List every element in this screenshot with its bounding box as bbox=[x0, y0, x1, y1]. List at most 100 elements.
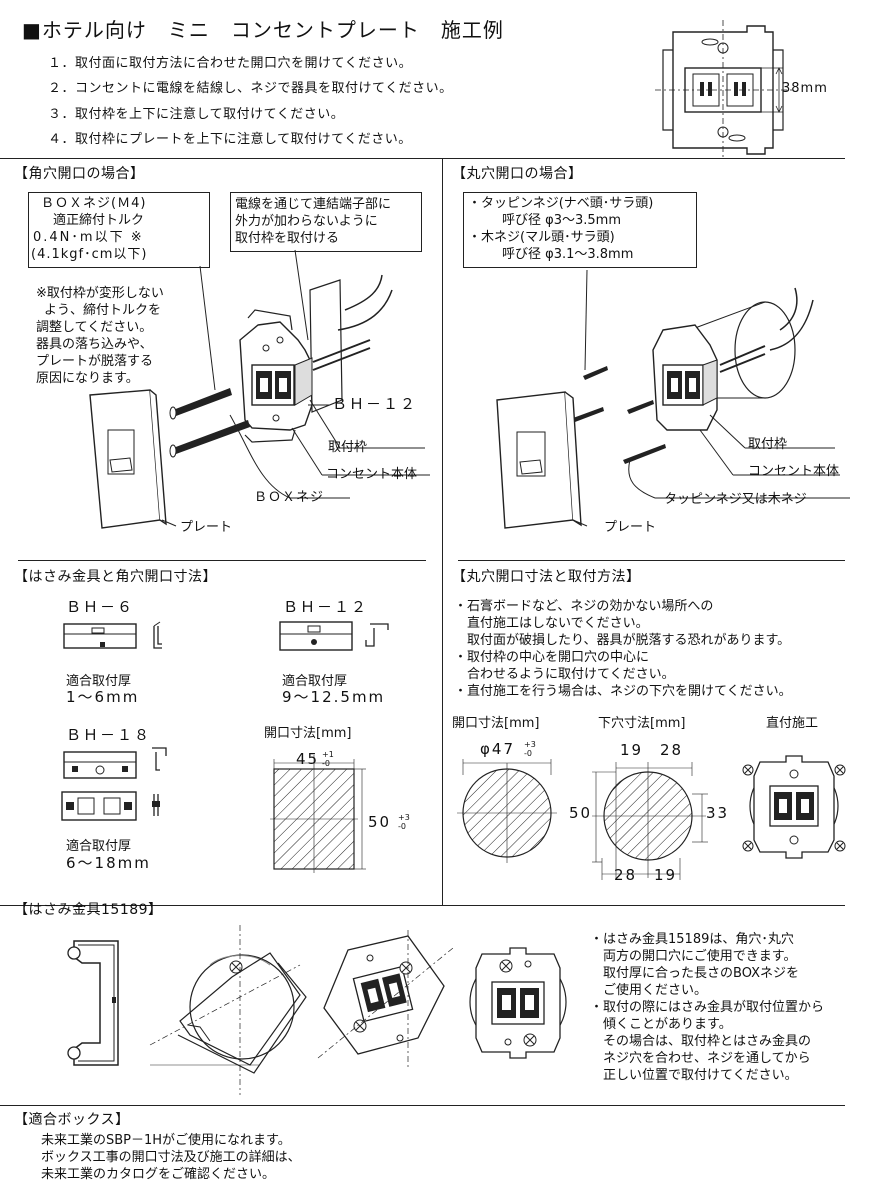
warning-line-6: 原因になります。 bbox=[36, 371, 139, 386]
bh18-thickness-label: 適合取付厚 bbox=[66, 839, 132, 854]
pilot-dim-19-bottom: 19 bbox=[654, 866, 678, 884]
bh6-name: ＢＨ－６ bbox=[66, 598, 135, 616]
round-dim-phi47-tol: +3 -0 bbox=[524, 740, 536, 758]
clamp15189-note-3: 取付厚に合った長さのBOXネジを bbox=[590, 966, 799, 981]
box-screw-line-1: ＢＯＸネジ(Ｍ4) bbox=[41, 196, 147, 211]
square-dim-50: 50 bbox=[368, 813, 392, 831]
round-dims-note-1: ・石膏ボードなど、ネジの効かない場所への bbox=[454, 599, 714, 614]
step-1: １．取付面に取付方法に合わせた開口穴を開けてください。 bbox=[48, 56, 413, 71]
bh6-thickness-label: 適合取付厚 bbox=[66, 674, 132, 689]
square-dim-50-tol: +3 -0 bbox=[398, 813, 410, 831]
screw-note-line-3: ・木ネジ(マル頭･サラ頭) bbox=[468, 230, 615, 245]
round-heading: 【丸穴開口の場合】 bbox=[452, 166, 583, 182]
label-plate-round: プレート bbox=[604, 520, 657, 535]
label-frame-square: 取付枠 bbox=[328, 440, 368, 455]
clamp15189-final-drawing bbox=[469, 947, 567, 1059]
pilot-dim-19-top: 19 bbox=[620, 741, 644, 759]
divider-center bbox=[442, 158, 443, 905]
clamp15189-note-9: 正しい位置で取付けてください。 bbox=[590, 1068, 798, 1083]
direct-install-title: 直付施工 bbox=[766, 716, 819, 731]
round-install-illustration bbox=[496, 269, 850, 529]
clamp15189-round-drawing bbox=[149, 925, 307, 1095]
bh12-thickness-label: 適合取付厚 bbox=[282, 674, 348, 689]
label-outlet-round: コンセント本体 bbox=[748, 464, 840, 479]
warning-line-1: ※取付枠が変形しない bbox=[36, 286, 164, 301]
divider-left-mid bbox=[18, 560, 426, 561]
step-4: ４．取付枠にプレートを上下に注意して取付けてください。 bbox=[48, 132, 412, 147]
clamp15189-illustration bbox=[67, 940, 119, 1066]
screw-note-line-1: ・タッピンネジ(ナベ頭･サラ頭) bbox=[468, 196, 654, 211]
round-dims-note-5: 合わせるように取付けてください。 bbox=[454, 667, 675, 682]
pilot-dim-28-bottom: 28 bbox=[614, 866, 638, 884]
warning-line-3: 調整してください。 bbox=[36, 320, 153, 335]
divider-box-section bbox=[0, 1105, 845, 1106]
screw-note-line-2: 呼び径 φ3～3.5mm bbox=[502, 213, 621, 228]
clamp15189-note-2: 両方の開口穴にご使用できます。 bbox=[590, 949, 797, 964]
divider-right-mid bbox=[458, 560, 845, 561]
clamp15189-heading: 【はさみ金具15189】 bbox=[14, 902, 163, 918]
clamp15189-note-4: ご使用ください。 bbox=[590, 983, 708, 998]
round-opening-title: 開口寸法[mm] bbox=[452, 716, 540, 731]
wire-note-line-3: 取付枠を取付ける bbox=[235, 231, 340, 246]
square-dim-45-tol: +1 -0 bbox=[322, 750, 334, 768]
label-plate-square: プレート bbox=[180, 520, 233, 535]
header-frame-illustration bbox=[655, 20, 795, 160]
clamp-heading: 【はさみ金具と角穴開口寸法】 bbox=[14, 569, 217, 585]
round-dim-phi47: φ47 bbox=[480, 740, 515, 758]
divider-top bbox=[0, 158, 845, 159]
direct-install-drawing bbox=[742, 755, 846, 859]
pilot-hole-title: 下穴寸法[mm] bbox=[598, 716, 686, 731]
box-screw-note: ＢＯＸネジ(Ｍ4) 適正締付トルク 0.4N･m以下 ※ (4.1kgf･cm以… bbox=[28, 192, 210, 268]
bh6-thickness-range: 1～6mm bbox=[66, 688, 140, 706]
label-frame-round: 取付枠 bbox=[748, 437, 788, 452]
round-dims-heading: 【丸穴開口寸法と取付方法】 bbox=[452, 569, 641, 585]
square-opening-title: 開口寸法[mm] bbox=[264, 726, 352, 741]
pilot-dim-33: 33 bbox=[706, 804, 730, 822]
clamp15189-note-6: 傾くことがあります。 bbox=[590, 1017, 732, 1032]
box-screw-line-3: 0.4N･m以下 ※ bbox=[33, 230, 144, 245]
box-line-1: 未来工業のSBP－1Hがご使用になれます。 bbox=[28, 1133, 291, 1148]
bh18-thickness-range: 6～18mm bbox=[66, 854, 151, 872]
warning-line-2: よう、締付トルクを bbox=[44, 303, 162, 318]
square-opening-drawing bbox=[270, 755, 366, 873]
box-line-2: ボックス工事の開口寸法及び施工の詳細は、 bbox=[28, 1150, 301, 1165]
box-heading: 【適合ボックス】 bbox=[14, 1112, 130, 1128]
divider-bottom-grid bbox=[0, 905, 845, 906]
clamp15189-note-1: ・はさみ金具15189は、角穴･丸穴 bbox=[590, 932, 794, 947]
round-dims-note-2: 直付施工はしないでください。 bbox=[454, 616, 649, 631]
screw-note-line-4: 呼び径 φ3.1～3.8mm bbox=[502, 247, 634, 262]
label-boxscrew: ＢＯＸネジ bbox=[254, 490, 325, 505]
dim-38mm: 38mm bbox=[782, 81, 828, 96]
step-2: ２．コンセントに電線を結線し、ネジで器具を取付けてください。 bbox=[48, 81, 453, 96]
label-screw-round: タッピンネジ又は木ネジ bbox=[664, 492, 807, 507]
pilot-hole-drawing bbox=[592, 762, 708, 880]
label-bh12: ＢＨ－１２ bbox=[332, 395, 418, 413]
box-screw-line-2: 適正締付トルク bbox=[53, 213, 145, 228]
box-line-3: 未来工業のカタログをご確認ください。 bbox=[28, 1167, 276, 1182]
wire-note-line-1: 電線を通じて連結端子部に bbox=[235, 197, 392, 212]
bh18-name: ＢＨ－１８ bbox=[66, 726, 152, 744]
step-3: ３．取付枠を上下に注意して取付けてください。 bbox=[48, 107, 345, 122]
screw-note: ・タッピンネジ(ナベ頭･サラ頭) 呼び径 φ3～3.5mm ・木ネジ(マル頭･サ… bbox=[463, 192, 697, 268]
clamp15189-note-8: ネジ穴を合わせ、ネジを通してから bbox=[590, 1051, 811, 1066]
clamp15189-frame-drawing bbox=[317, 930, 454, 1070]
label-outlet-square: コンセント本体 bbox=[326, 467, 418, 482]
box-screw-line-4: (4.1kgf･cm以下) bbox=[31, 247, 148, 262]
pilot-dim-28-top: 28 bbox=[660, 741, 684, 759]
round-opening-drawing bbox=[457, 759, 557, 863]
bh18-illustration bbox=[61, 747, 167, 821]
warning-line-5: プレートが脱落する bbox=[36, 354, 154, 369]
wire-note: 電線を通じて連結端子部に 外力が加わらないように 取付枠を取付ける bbox=[230, 192, 422, 252]
round-dims-note-4: ・取付枠の中心を開口穴の中心に bbox=[454, 650, 650, 665]
warning-line-4: 器具の落ち込みや、 bbox=[36, 337, 153, 352]
square-heading: 【角穴開口の場合】 bbox=[14, 166, 145, 182]
bh12-name: ＢＨ－１２ bbox=[283, 598, 369, 616]
wire-note-line-2: 外力が加わらないように bbox=[235, 214, 378, 229]
pilot-dim-50: 50 bbox=[569, 804, 593, 822]
bh12-thickness-range: 9～12.5mm bbox=[282, 688, 386, 706]
round-dims-note-3: 取付面が破損したり、器具が脱落する恐れがあります。 bbox=[454, 633, 791, 648]
square-install-illustration bbox=[89, 249, 430, 529]
page-title: ■ホテル向け ミニ コンセントプレート 施工例 bbox=[22, 18, 504, 42]
bh12-illustration bbox=[279, 621, 389, 651]
clamp15189-note-5: ・取付の際にはさみ金具が取付位置から bbox=[590, 1000, 825, 1015]
